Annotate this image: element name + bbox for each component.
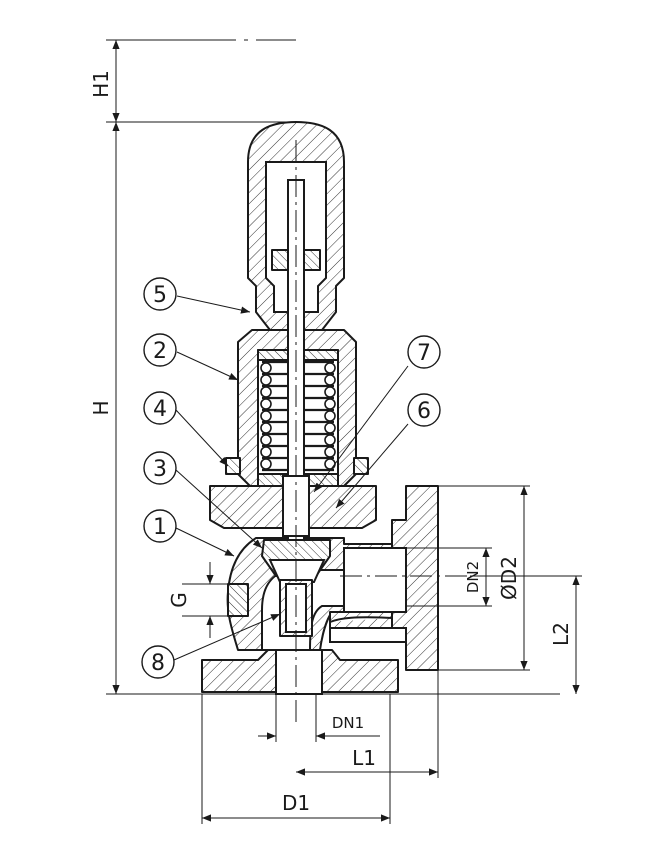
dim-g-label: G — [167, 592, 191, 608]
callout-7-label: 7 — [417, 341, 431, 366]
callout-5-label: 5 — [153, 283, 167, 308]
dim-l2-label: L2 — [549, 622, 573, 646]
dim-dn2-label: DN2 — [464, 561, 482, 593]
callout-2-label: 2 — [153, 339, 167, 364]
dim-l1-label: L1 — [352, 746, 376, 770]
valve-body — [201, 485, 439, 695]
callout-3-label: 3 — [153, 457, 167, 482]
dim-d1-label: D1 — [282, 791, 310, 815]
dim-h-label: H — [89, 400, 113, 415]
callout-4-label: 4 — [153, 397, 167, 422]
stem — [261, 179, 331, 637]
center-lines — [295, 140, 470, 722]
callouts — [141, 277, 441, 679]
dim-d2-label: ØD2 — [497, 556, 521, 600]
dim-dn1-label: DN1 — [332, 714, 364, 732]
callout-6-label: 6 — [417, 399, 431, 424]
callout-8-label: 8 — [151, 651, 165, 676]
dimension-lines — [106, 39, 582, 824]
callout-1-label: 1 — [153, 515, 167, 540]
dim-h1-label: H1 — [89, 70, 113, 98]
